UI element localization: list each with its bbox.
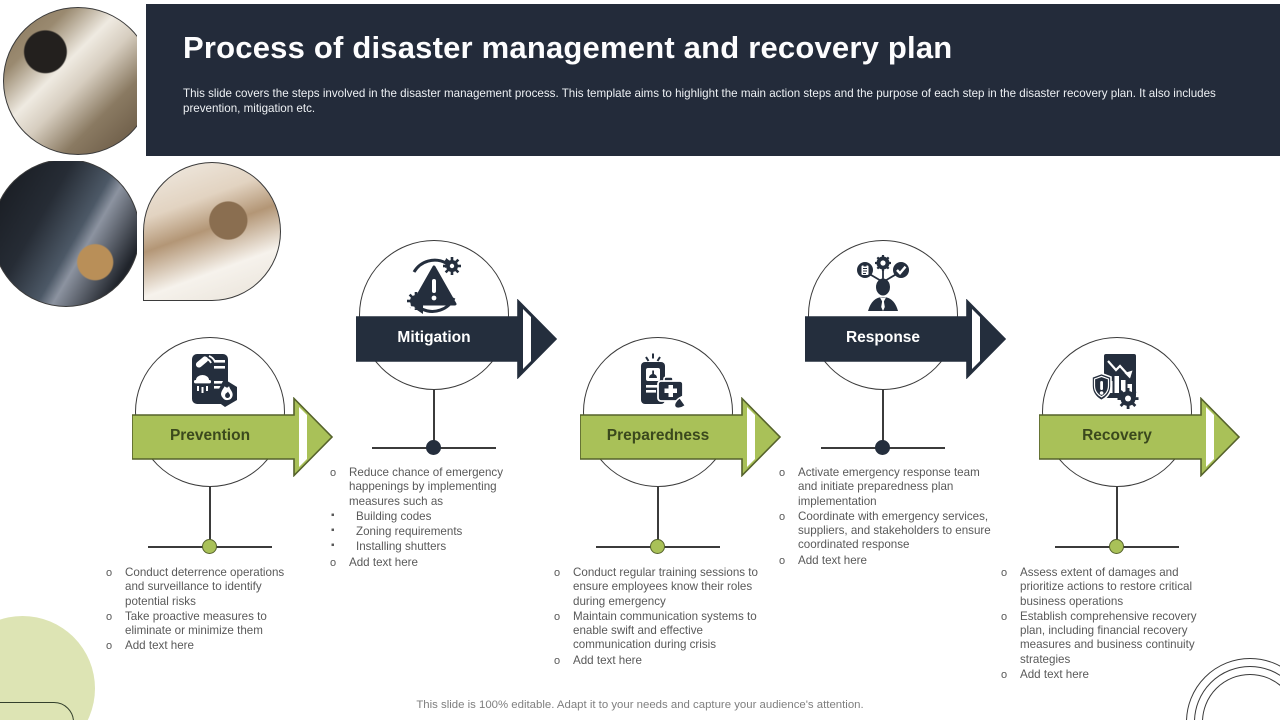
header-band: Process of disaster management and recov… (146, 4, 1280, 156)
connector-line (882, 390, 884, 441)
connector-dot (650, 539, 665, 554)
connector-dot (875, 440, 890, 455)
stage-bullets: Conduct deterrence operations and survei… (106, 566, 302, 655)
sub-bullet-item: Building codes (330, 509, 548, 524)
bullet-item: Add text here (330, 556, 548, 571)
bullet-item: Conduct deterrence operations and survei… (106, 566, 302, 609)
bullet-item: Add text here (106, 639, 302, 654)
stage-arrow (580, 397, 782, 477)
stage-prevention: Prevention Conduct deterrence operations… (80, 0, 360, 720)
photo-writing-notes (0, 0, 137, 156)
photo-circle-1 (3, 7, 137, 155)
stage-label: Mitigation (397, 329, 471, 346)
warning-gears-cycle-icon (407, 257, 461, 314)
stage-response: Response Activate emergency response tea… (753, 0, 1033, 720)
bullet-item: Add text here (779, 554, 991, 569)
stage-arrow (356, 299, 558, 379)
page-subtitle: This slide covers the steps involved in … (183, 87, 1216, 115)
emergency-call-fire-alarm-icon (192, 354, 237, 407)
coordinator-network-icon (857, 255, 909, 311)
bullet-item: Assess extent of damages and prioritize … (1001, 566, 1217, 609)
bullet-item: Conduct regular training sessions to ens… (554, 566, 762, 609)
sub-bullet-item: Zoning requirements (330, 524, 548, 539)
sub-bullet-item: Installing shutters (330, 539, 548, 554)
gear-top-right (443, 257, 461, 275)
stage-recovery: Recovery Assess extent of damages and pr… (987, 0, 1267, 720)
photo-desk-laptop (0, 161, 137, 307)
bullet-item: Add text here (1001, 668, 1217, 683)
alert-phone-first-aid-icon (641, 353, 690, 409)
stage-label: Recovery (1082, 427, 1152, 444)
bullet-item: Add text here (554, 654, 762, 669)
connector-line (209, 487, 211, 540)
bullet-item: Maintain communication systems to enable… (554, 610, 762, 653)
loss-chart-shield-gear-icon (1091, 354, 1139, 409)
connector-dot (202, 539, 217, 554)
stage-bullets: Conduct regular training sessions to ens… (554, 566, 762, 669)
connector-line (433, 390, 435, 441)
stage-arrow (805, 299, 1007, 379)
stage-label: Prevention (169, 427, 251, 444)
connector-dot (1109, 539, 1124, 554)
stage-circle (135, 337, 285, 487)
stage-bullets: Activate emergency response team and ini… (779, 466, 991, 569)
photo-hand-pen (143, 162, 281, 301)
stage-label: Response (845, 329, 921, 346)
photo-circle-2 (0, 161, 137, 307)
stage-mitigation: Mitigation Reduce chance of emergency ha… (304, 0, 584, 720)
stage-bullets: Assess extent of damages and prioritize … (1001, 566, 1217, 683)
stage-preparedness: Preparedness Conduct regular training se… (528, 0, 808, 720)
gear (1117, 388, 1139, 409)
stage-arrow (1039, 397, 1241, 477)
connector-dot (426, 440, 441, 455)
bullet-item: Establish comprehensive recovery plan, i… (1001, 610, 1217, 667)
bullet-item: Reduce chance of emergency happenings by… (330, 466, 548, 509)
page-title: Process of disaster management and recov… (183, 30, 953, 65)
stage-circle (359, 240, 509, 390)
stage-label: Preparedness (606, 427, 710, 444)
connector-line (1116, 487, 1118, 540)
stage-bullets: Reduce chance of emergency happenings by… (330, 466, 548, 571)
footer-note: This slide is 100% editable. Adapt it to… (416, 699, 864, 711)
bullet-item: Coordinate with emergency services, supp… (779, 510, 991, 553)
gear-node (875, 255, 891, 271)
connector-line (657, 487, 659, 540)
bullet-item: Take proactive measures to eliminate or … (106, 610, 302, 639)
stage-arrow (132, 397, 334, 477)
bullet-item: Activate emergency response team and ini… (779, 466, 991, 509)
